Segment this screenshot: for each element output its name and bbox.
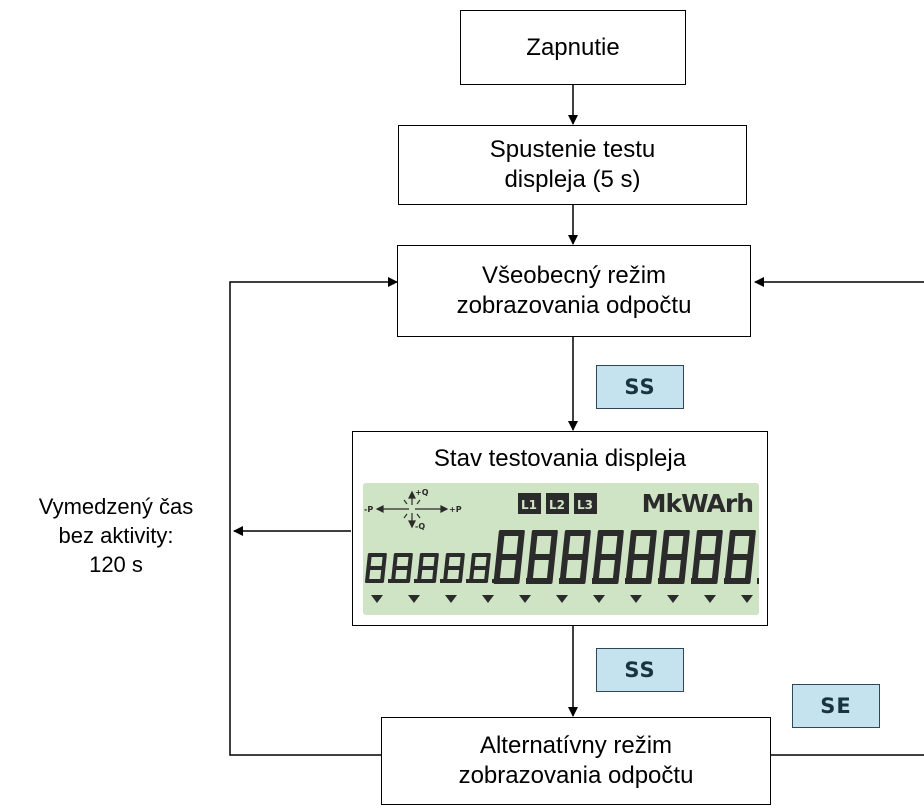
timeout-line1: Vymedzený čas bbox=[38, 494, 194, 519]
segment-digits bbox=[364, 530, 759, 584]
timeout-line3: 120 s bbox=[89, 552, 143, 577]
small-digit-2 bbox=[416, 553, 439, 583]
general-mode-box: Všeobecný režim zobrazovania odpočtu bbox=[397, 245, 751, 337]
lcd-display: -P +P +Q -Q L1 L2 L3 MkWArh bbox=[363, 483, 759, 615]
phase-l2-indicator bbox=[546, 493, 569, 514]
power-on-box: Zapnutie bbox=[460, 10, 686, 85]
large-decimal-point-7 bbox=[757, 578, 759, 584]
phase-l2-label: L2 bbox=[549, 498, 565, 512]
power-direction-indicator bbox=[375, 490, 449, 529]
indicator-triangle bbox=[408, 595, 420, 603]
large-digit-7 bbox=[724, 530, 756, 584]
display-test-start-line1: Spustenie testu bbox=[489, 136, 656, 163]
ss-key-lower: SS bbox=[596, 648, 684, 692]
small-digit-3 bbox=[442, 553, 465, 583]
large-digit-3 bbox=[592, 530, 624, 584]
lcd-unit-label: MkWArh bbox=[641, 489, 754, 518]
small-decimal-point-0 bbox=[388, 579, 392, 583]
indicator-triangles bbox=[371, 595, 753, 603]
small-digit-4 bbox=[468, 553, 491, 583]
display-test-state-title: Stav testovania displeja bbox=[433, 445, 687, 472]
display-test-state-box: Stav testovania displeja -P +P + bbox=[352, 431, 768, 626]
display-test-start-text: Spustenie testu displeja (5 s) bbox=[490, 135, 655, 195]
large-digit-5 bbox=[658, 530, 690, 584]
alternative-mode-line1: Alternatívny režim bbox=[479, 732, 673, 759]
indicator-triangle bbox=[371, 595, 383, 603]
general-mode-line2: zobrazovania odpočtu bbox=[456, 292, 692, 319]
small-decimal-point-3 bbox=[466, 579, 470, 583]
pos-q-label: +Q bbox=[415, 488, 429, 497]
ss-key-upper: SS bbox=[596, 365, 684, 409]
small-decimal-point-1 bbox=[414, 579, 418, 583]
indicator-triangle bbox=[741, 595, 753, 603]
pos-p-label: +P bbox=[449, 505, 462, 514]
timeout-label: Vymedzený čas bez aktivity: 120 s bbox=[0, 492, 232, 579]
small-digit-1 bbox=[390, 553, 413, 583]
neg-q-label: -Q bbox=[415, 522, 425, 531]
phase-l3-indicator bbox=[574, 493, 597, 514]
small-decimal-point-2 bbox=[440, 579, 444, 583]
alternative-mode-text: Alternatívny režim zobrazovania odpočtu bbox=[459, 731, 694, 791]
general-mode-text: Všeobecný režim zobrazovania odpočtu bbox=[457, 261, 692, 321]
indicator-triangle bbox=[519, 595, 531, 603]
indicator-triangle bbox=[593, 595, 605, 603]
phase-indicators: L1 L2 L3 bbox=[518, 493, 597, 514]
indicator-triangle bbox=[482, 595, 494, 603]
large-digit-1 bbox=[526, 530, 558, 584]
small-digit-0 bbox=[364, 553, 387, 583]
large-digit-0 bbox=[493, 530, 525, 584]
display-test-start-box: Spustenie testu displeja (5 s) bbox=[398, 125, 747, 205]
general-mode-line1: Všeobecný režim bbox=[481, 262, 667, 289]
neg-p-label: -P bbox=[364, 505, 373, 514]
lcd-graphic: -P +P +Q -Q L1 L2 L3 bbox=[364, 488, 759, 603]
large-digit-6 bbox=[691, 530, 723, 584]
large-digit-4 bbox=[625, 530, 657, 584]
alternative-mode-box: Alternatívny režim zobrazovania odpočtu bbox=[381, 717, 771, 805]
power-on-label: Zapnutie bbox=[526, 33, 620, 61]
timeout-line2: bez aktivity: bbox=[58, 523, 174, 548]
phase-l1-label: L1 bbox=[521, 498, 537, 512]
phase-l1-indicator bbox=[518, 493, 541, 514]
alternative-mode-line2: zobrazovania odpočtu bbox=[458, 762, 694, 789]
indicator-triangle bbox=[556, 595, 568, 603]
phase-l3-label: L3 bbox=[577, 498, 593, 512]
indicator-triangle bbox=[704, 595, 716, 603]
indicator-triangle bbox=[667, 595, 679, 603]
loop-left bbox=[229, 277, 398, 756]
indicator-triangle bbox=[445, 595, 457, 603]
display-test-start-line2: displeja (5 s) bbox=[504, 166, 641, 193]
indicator-triangle bbox=[630, 595, 642, 603]
se-key: SE bbox=[792, 684, 880, 728]
large-digit-2 bbox=[559, 530, 591, 584]
